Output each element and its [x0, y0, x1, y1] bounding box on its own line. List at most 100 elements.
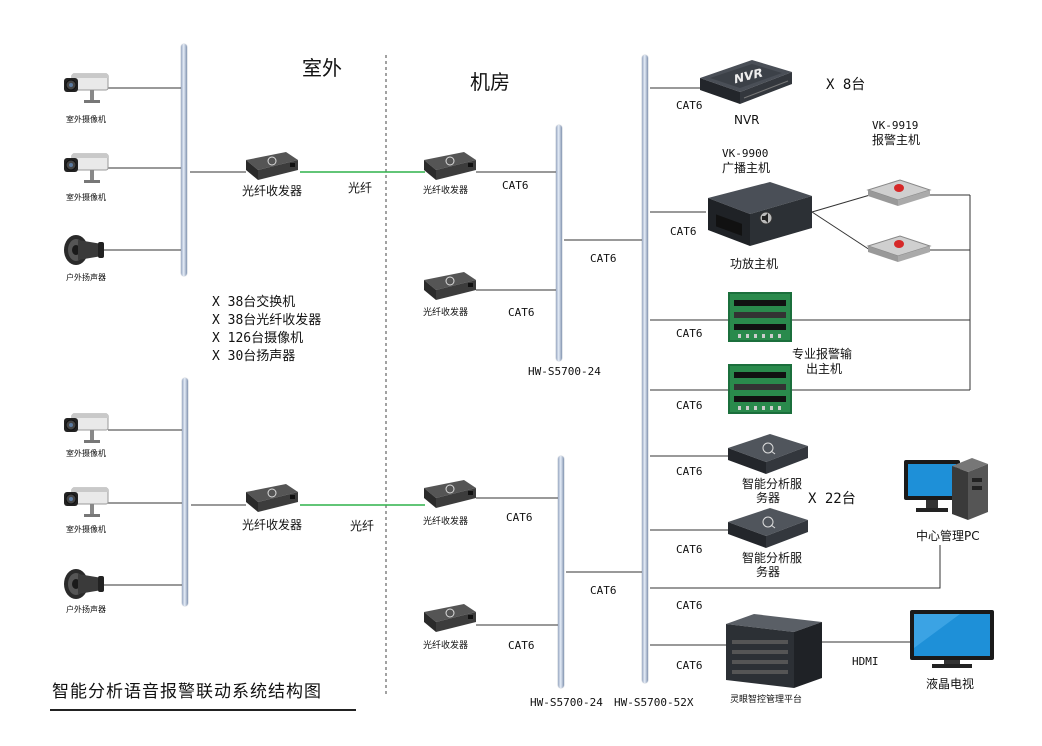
outdoor-switch-1	[181, 44, 187, 276]
outdoor-speaker-1-label: 户外扬声器	[66, 273, 106, 282]
alarm-host-1	[866, 178, 932, 212]
desktop-pc-icon	[904, 458, 988, 520]
platform-label: 灵眼智控管理平台	[730, 695, 803, 705]
alarm-output-1	[728, 292, 792, 346]
room-transceiver-4-label: 光纤收发器	[423, 641, 469, 651]
outdoor-camera-2-label: 室外摄像机	[66, 193, 106, 202]
alarm-host-model: VK-9919	[872, 119, 919, 132]
wire-alarm-host-2	[811, 211, 871, 251]
room-transceiver-1	[420, 150, 478, 186]
diagram-title: 智能分析语音报警联动系统结构图	[52, 682, 322, 702]
analysis-server-link-2: CAT6	[676, 543, 703, 556]
outdoor-camera-3-label: 室外摄像机	[66, 449, 106, 458]
circuit-board-icon	[728, 364, 792, 414]
stat-cameras: X 126台摄像机	[212, 331, 304, 346]
center-pc-label: 中心管理PC	[916, 529, 980, 543]
fiber-transceiver-icon	[424, 152, 476, 180]
broadcast-amplifier	[704, 180, 814, 254]
alarm-button-icon	[866, 235, 932, 262]
zone-outdoor-label: 室外	[302, 56, 342, 80]
nvr-icon	[700, 60, 792, 104]
nvr-count: X 8台	[826, 77, 866, 93]
stats-block: X 38台交换机 X 38台光纤收发器 X 126台摄像机 X 30台扬声器	[212, 294, 321, 366]
nvr-device	[696, 56, 796, 116]
room-link-1-label: CAT6	[502, 179, 529, 192]
alarm-host-name: 报警主机	[872, 133, 921, 147]
room-link-2-label: CAT6	[508, 306, 535, 319]
room-link-4-label: CAT6	[508, 639, 535, 652]
alarm-host-2	[866, 234, 932, 268]
fiber-transceiver-icon	[246, 152, 298, 180]
rack-server-icon	[726, 614, 822, 688]
core-switch	[642, 55, 648, 683]
circuit-board-icon	[728, 292, 792, 342]
stat-switches: X 38台交换机	[212, 295, 296, 310]
server-icon	[728, 434, 808, 474]
wire-alarm-host-1	[811, 194, 871, 213]
horn-speaker-icon	[64, 235, 104, 265]
room-transceiver-4	[420, 602, 478, 638]
room-transceiver-2-label: 光纤收发器	[423, 308, 469, 318]
room-uplink-1-label: CAT6	[590, 252, 617, 265]
tv-label: 液晶电视	[926, 677, 975, 691]
outdoor-transceiver-2	[242, 482, 300, 518]
stat-speakers: X 30台扬声器	[212, 349, 296, 364]
analysis-server-2-name-a: 智能分析服	[742, 551, 803, 565]
room-uplink-2-label: CAT6	[590, 584, 617, 597]
fiber-transceiver-icon	[424, 272, 476, 300]
center-pc	[902, 456, 990, 530]
camera-icon	[64, 153, 109, 183]
fiber-transceiver-icon	[424, 604, 476, 632]
room-transceiver-2	[420, 270, 478, 306]
platform-link: CAT6	[676, 659, 703, 672]
lcd-tv	[910, 610, 994, 674]
analysis-server-1	[726, 432, 810, 480]
outdoor-camera-2	[62, 152, 110, 190]
amplifier-label: 功放主机	[730, 257, 779, 271]
core-switch-label: HW-S5700-52X	[614, 696, 694, 709]
alarm-output-link-2: CAT6	[676, 399, 703, 412]
room-switch-1	[556, 125, 562, 361]
center-pc-link: CAT6	[676, 599, 703, 612]
outdoor-transceiver-1	[242, 150, 300, 186]
room-transceiver-3	[420, 478, 478, 514]
outdoor-camera-1	[62, 72, 110, 110]
outdoor-camera-4	[62, 486, 110, 524]
analysis-server-1-name-a: 智能分析服	[742, 477, 803, 491]
outdoor-switch-2	[182, 378, 188, 606]
nvr-label: NVR	[734, 113, 760, 127]
alarm-output-name-1: 专业报警输	[792, 347, 853, 361]
room-switch-2	[558, 456, 564, 688]
analysis-server-1-name-b: 务器	[756, 491, 781, 505]
alarm-button-icon	[866, 179, 932, 206]
camera-icon	[64, 413, 109, 443]
room-transceiver-3-label: 光纤收发器	[423, 517, 469, 527]
alarm-output-link-1: CAT6	[676, 327, 703, 340]
outdoor-speaker-1	[62, 232, 106, 274]
analysis-server-count: X 22台	[808, 491, 856, 507]
outdoor-transceiver-2-label: 光纤收发器	[242, 518, 303, 532]
nvr-link-label: CAT6	[676, 99, 703, 112]
outdoor-speaker-2-label: 户外扬声器	[66, 605, 106, 614]
analysis-server-2-name-b: 务器	[756, 565, 781, 579]
alarm-output-name-2: 出主机	[806, 362, 843, 376]
fiber-label-1: 光纤	[348, 181, 373, 195]
analysis-server-2	[726, 506, 810, 554]
camera-icon	[64, 487, 109, 517]
stat-transceivers: X 38台光纤收发器	[212, 313, 322, 328]
broadcast-name: 广播主机	[722, 161, 771, 175]
broadcast-link-label: CAT6	[670, 225, 697, 238]
fiber-label-2: 光纤	[350, 519, 375, 533]
analysis-server-link-1: CAT6	[676, 465, 703, 478]
zone-machine-room-label: 机房	[470, 70, 510, 94]
hdmi-link: HDMI	[852, 655, 879, 668]
outdoor-camera-1-label: 室外摄像机	[66, 115, 106, 124]
room-link-3-label: CAT6	[506, 511, 533, 524]
camera-icon	[64, 73, 109, 103]
tv-icon	[910, 610, 994, 668]
alarm-output-2	[728, 364, 792, 418]
fiber-transceiver-icon	[424, 480, 476, 508]
amplifier-icon	[708, 182, 812, 246]
